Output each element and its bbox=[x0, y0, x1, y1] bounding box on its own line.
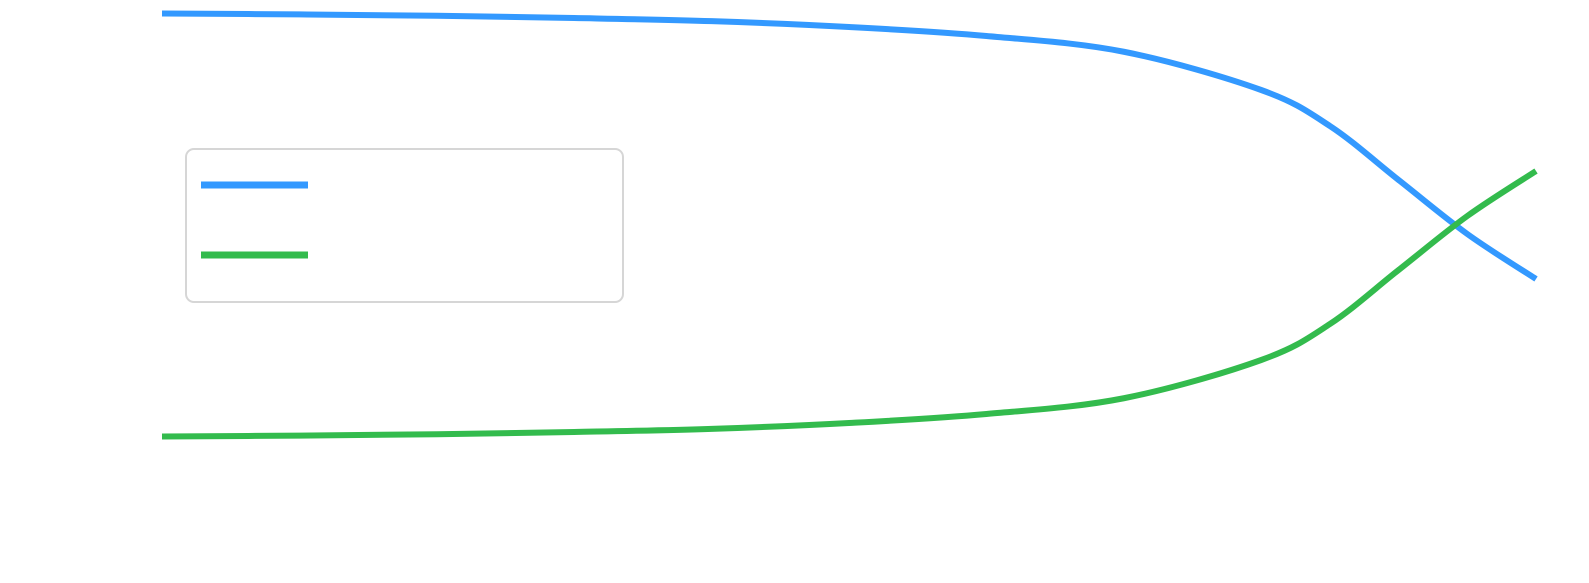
legend bbox=[185, 148, 624, 303]
series-line-1 bbox=[161, 10, 1538, 282]
legend-box bbox=[185, 148, 624, 303]
series-layer bbox=[161, 10, 1538, 440]
series-line-2 bbox=[161, 168, 1538, 440]
